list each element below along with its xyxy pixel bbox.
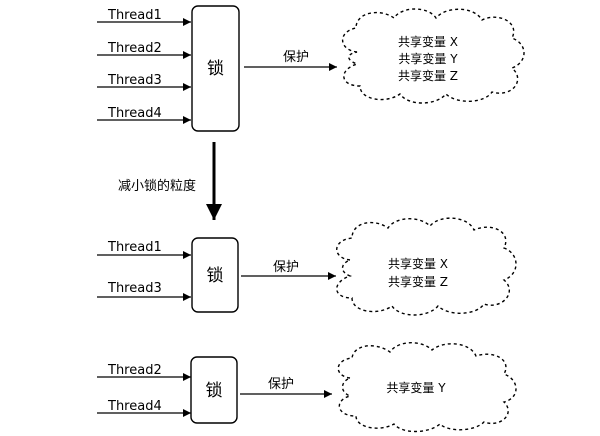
lock-box bbox=[191, 5, 240, 132]
top-group: Thread1 Thread2 Thread3 Thread4 锁 保护 共享变… bbox=[97, 5, 525, 132]
thread-label: Thread1 bbox=[107, 8, 162, 23]
lock-box bbox=[190, 356, 238, 424]
thread-label: Thread3 bbox=[107, 73, 162, 88]
transition-label: 减小锁的粒度 bbox=[118, 178, 196, 194]
protect-label: 保护 bbox=[273, 260, 299, 275]
shared-variable-label: 共享变量 Y bbox=[398, 51, 458, 66]
thread-label: Thread4 bbox=[107, 399, 162, 414]
transition: 减小锁的粒度 bbox=[118, 142, 222, 220]
lock-label: 锁 bbox=[207, 266, 224, 286]
bottom-second-group: Thread2 Thread4 锁 保护 共享变量 Y bbox=[97, 342, 517, 433]
shared-variable-label: 共享变量 X bbox=[398, 34, 458, 49]
shared-variables-cloud bbox=[341, 8, 525, 104]
shared-variable-label: 共享变量 Y bbox=[386, 380, 446, 395]
thread-label: Thread4 bbox=[107, 106, 162, 121]
thread-label: Thread2 bbox=[107, 363, 162, 378]
shared-variable-label: 共享变量 X bbox=[388, 256, 448, 271]
lock-box bbox=[191, 237, 239, 313]
shared-variable-label: 共享变量 Z bbox=[398, 68, 458, 83]
thread-label: Thread3 bbox=[107, 281, 162, 296]
lock-label: 锁 bbox=[207, 59, 224, 79]
bottom-first-group: Thread1 Thread3 锁 保护 共享变量 X 共享变量 Z bbox=[97, 217, 517, 316]
shared-variable-label: 共享变量 Z bbox=[388, 274, 448, 289]
protect-label: 保护 bbox=[283, 50, 309, 65]
shared-variables-cloud bbox=[337, 342, 517, 433]
protect-label: 保护 bbox=[268, 377, 294, 392]
thread-label: Thread2 bbox=[107, 41, 162, 56]
lock-label: 锁 bbox=[206, 381, 223, 401]
shared-variables-cloud bbox=[336, 217, 517, 316]
thread-label: Thread1 bbox=[107, 240, 162, 255]
